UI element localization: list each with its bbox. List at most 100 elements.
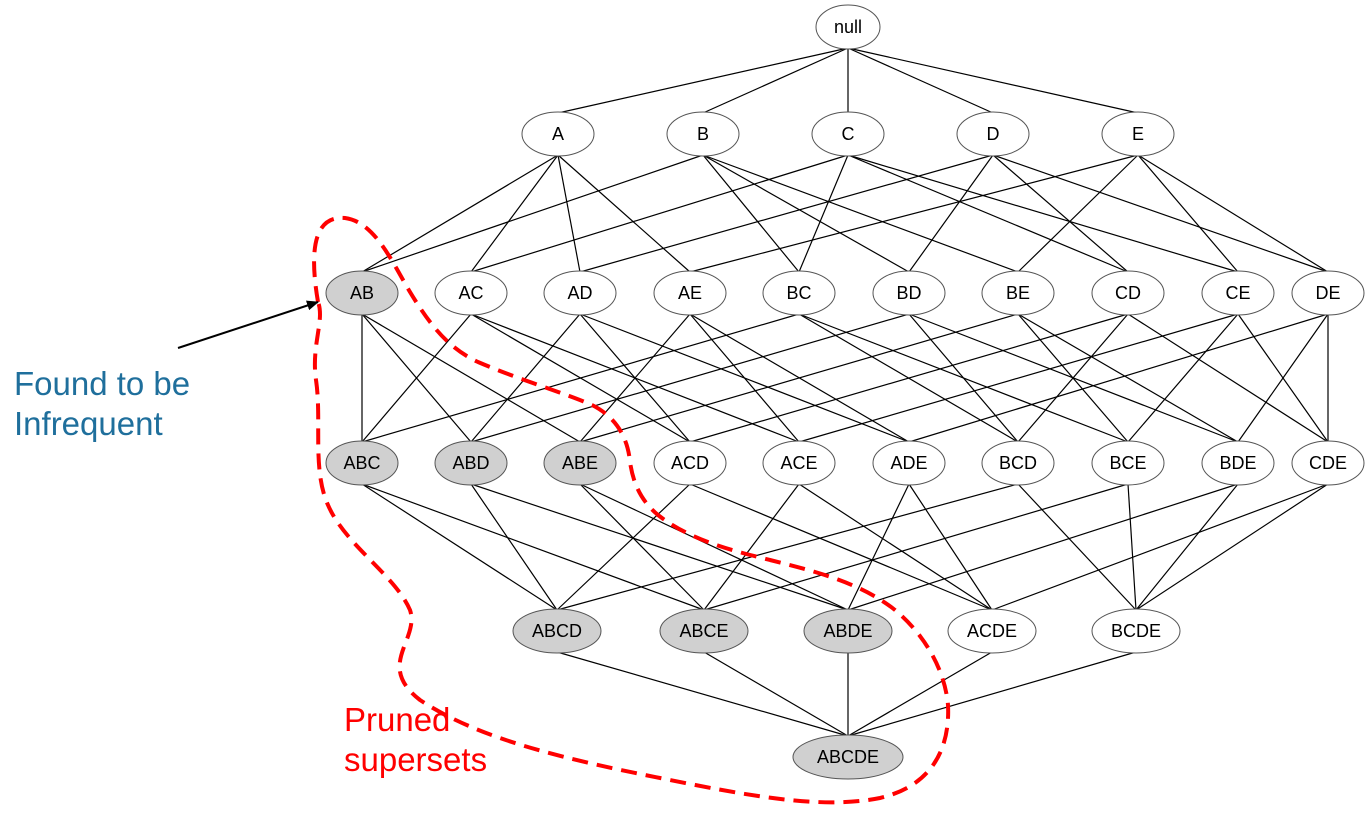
node-shape-bce <box>1091 440 1165 486</box>
edge-abcd-abcde <box>556 651 849 737</box>
edge-bce-abce <box>703 483 1129 611</box>
edge-b-be <box>702 154 1019 273</box>
edge-acd-acde <box>689 483 993 611</box>
edge-bcde-abcde <box>847 651 1137 737</box>
edge-a-ad <box>557 154 581 273</box>
node-abcde: ABCDE <box>792 734 904 780</box>
found-label-line-2: Infrequent <box>14 405 163 442</box>
node-shape-bcd <box>981 440 1055 486</box>
node-b: B <box>666 111 740 157</box>
infrequent-pointer-arrow <box>177 300 319 349</box>
edge-b-bc <box>702 154 800 273</box>
node-shape-bd <box>872 270 946 316</box>
edge-b-ab <box>361 154 704 273</box>
edge-ace-abce <box>703 483 800 611</box>
edge-cde-bcde <box>1135 483 1329 611</box>
edge-be-abe <box>579 313 1019 443</box>
node-label-c: C <box>842 124 855 144</box>
edge-bde-bcde <box>1135 483 1239 611</box>
edge-bc-abc <box>361 313 800 443</box>
edge-ab-abe <box>361 313 581 443</box>
node-label-ade: ADE <box>890 453 927 473</box>
edge-ade-abde <box>847 483 910 611</box>
edge-de-bde <box>1237 313 1329 443</box>
edge-b-bd <box>702 154 910 273</box>
node-shape-abde <box>803 608 893 654</box>
node-abce: ABCE <box>659 608 749 654</box>
edge-a-ac <box>470 154 559 273</box>
node-shape-be <box>981 270 1055 316</box>
node-shape-abcd <box>512 608 602 654</box>
edge-d-de <box>992 154 1329 273</box>
node-shape-acde <box>947 608 1037 654</box>
node-label-abce: ABCE <box>679 621 728 641</box>
edge-e-de <box>1137 154 1329 273</box>
node-acde: ACDE <box>947 608 1037 654</box>
node-label-bd: BD <box>896 283 921 303</box>
node-bc: BC <box>762 270 836 316</box>
pruned-label-line-2: supersets <box>344 741 488 778</box>
node-shape-ae <box>653 270 727 316</box>
edge-ce-ace <box>798 313 1239 443</box>
edge-be-bde <box>1017 313 1239 443</box>
node-shape-b <box>666 111 740 157</box>
edge-ace-acde <box>798 483 993 611</box>
found-label-line-1: Found to be <box>14 365 191 402</box>
node-ac: AC <box>434 270 508 316</box>
node-label-cde: CDE <box>1309 453 1347 473</box>
node-label-abcde: ABCDE <box>817 747 879 767</box>
node-label-acde: ACDE <box>967 621 1017 641</box>
node-label-d: D <box>987 124 1000 144</box>
edge-abc-abce <box>361 483 705 611</box>
node-a: A <box>521 111 595 157</box>
node-label-abcd: ABCD <box>532 621 582 641</box>
edge-e-ae <box>689 154 1139 273</box>
edge-ade-acde <box>908 483 993 611</box>
node-label-a: A <box>552 124 564 144</box>
edge-abce-abcde <box>703 651 849 737</box>
node-ace: ACE <box>762 440 836 486</box>
node-label-ad: AD <box>567 283 592 303</box>
edge-abc-abcd <box>361 483 558 611</box>
node-null: null <box>815 4 881 50</box>
node-shape-de <box>1291 270 1365 316</box>
node-shape-acd <box>653 440 727 486</box>
edge-bde-abde <box>847 483 1239 611</box>
node-shape-abce <box>659 608 749 654</box>
node-shape-ade <box>872 440 946 486</box>
node-shape-ab <box>325 270 399 316</box>
node-label-ce: CE <box>1225 283 1250 303</box>
edge-d-ad <box>579 154 994 273</box>
node-shape-ad <box>543 270 617 316</box>
node-be: BE <box>981 270 1055 316</box>
edge-abd-abcd <box>470 483 558 611</box>
pruned-supersets-label: Pruned supersets <box>344 700 584 780</box>
node-c: C <box>811 111 885 157</box>
node-shape-bc <box>762 270 836 316</box>
edge-abe-abce <box>579 483 705 611</box>
node-shape-cde <box>1291 440 1365 486</box>
node-abcd: ABCD <box>512 608 602 654</box>
edge-null-d <box>847 47 994 114</box>
node-bde: BDE <box>1201 440 1275 486</box>
node-e: E <box>1101 111 1175 157</box>
node-cde: CDE <box>1291 440 1365 486</box>
edge-e-be <box>1017 154 1139 273</box>
edge-c-ce <box>847 154 1239 273</box>
node-abde: ABDE <box>803 608 893 654</box>
edge-ad-abd <box>470 313 581 443</box>
edge-abe-abde <box>579 483 849 611</box>
node-label-acd: ACD <box>671 453 709 473</box>
edge-ae-ace <box>689 313 800 443</box>
node-shape-e <box>1101 111 1175 157</box>
node-label-abde: ABDE <box>823 621 872 641</box>
node-label-ace: ACE <box>780 453 817 473</box>
edge-bce-bcde <box>1127 483 1137 611</box>
node-shape-bcde <box>1091 608 1181 654</box>
node-label-bde: BDE <box>1219 453 1256 473</box>
edge-c-bc <box>798 154 849 273</box>
node-bd: BD <box>872 270 946 316</box>
node-ab: AB <box>325 270 399 316</box>
